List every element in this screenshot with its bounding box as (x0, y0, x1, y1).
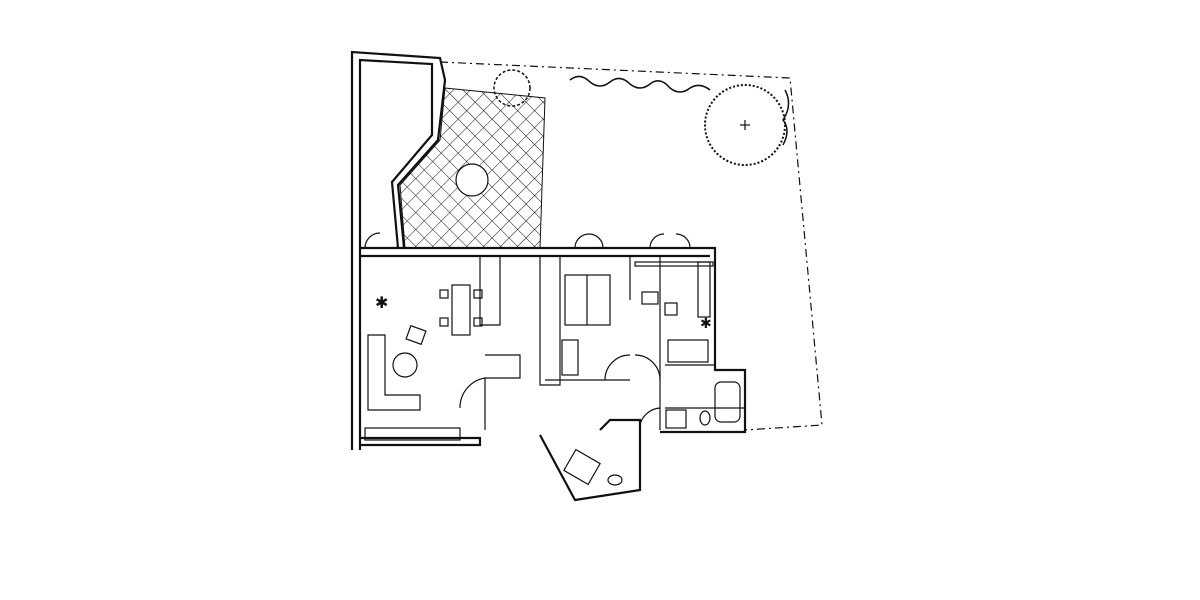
round-table (455, 163, 489, 197)
hedge (569, 75, 711, 93)
sofa (367, 334, 421, 411)
wardrobe (697, 261, 711, 318)
interior-walls (479, 256, 745, 430)
toilet (699, 410, 711, 426)
dining-table (451, 284, 471, 336)
tree (704, 84, 786, 166)
bathtub (714, 381, 741, 423)
shrub (493, 69, 531, 107)
sink (665, 409, 687, 429)
cabinet (364, 427, 461, 441)
hedge (782, 89, 790, 146)
shower (667, 339, 709, 363)
coffee-table (392, 352, 418, 378)
bathroom-fixtures (563, 339, 741, 486)
armchair (405, 324, 427, 346)
washing-machine (563, 448, 601, 486)
terrace (399, 87, 546, 249)
plant-icon: ✱ (700, 315, 712, 331)
plot-boundary (439, 61, 823, 431)
bedroom-furniture: ✱ (561, 261, 714, 376)
living-dining-furniture: ✱ (364, 284, 483, 441)
garden (493, 69, 790, 166)
doors (364, 232, 691, 426)
plant-icon: ✱ (375, 295, 388, 312)
desk (641, 291, 659, 305)
wardrobe (561, 339, 579, 376)
outer-walls (350, 50, 747, 502)
toilet (607, 474, 623, 486)
chair (664, 302, 678, 316)
